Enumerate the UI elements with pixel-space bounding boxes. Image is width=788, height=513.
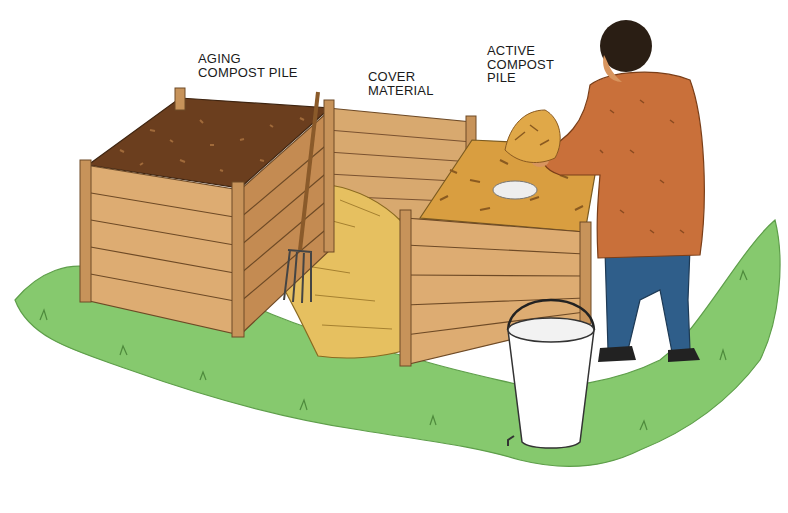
bucket bbox=[508, 300, 594, 448]
part-label: ACTIVE COMPOST PILE bbox=[487, 44, 559, 85]
aging-bin bbox=[80, 88, 334, 337]
part-label: COVER MATERIAL bbox=[368, 70, 440, 97]
part-label: AGING COMPOST PILE bbox=[198, 52, 302, 79]
